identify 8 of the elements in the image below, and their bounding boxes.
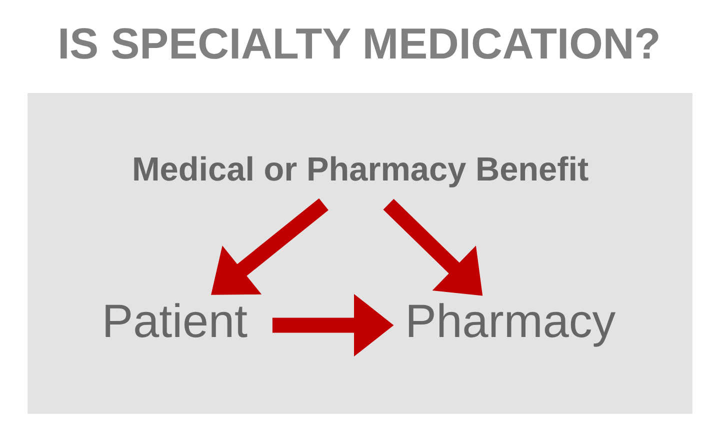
diagram-title: IS SPECIALTY MEDICATION? [58, 20, 661, 68]
node-text: Patient [102, 294, 248, 346]
node-text: Pharmacy [405, 294, 616, 346]
cluster [28, 92, 692, 414]
node-text: Medical or Pharmacy Benefit [132, 151, 589, 188]
arrow [272, 293, 394, 356]
arrow [383, 198, 483, 296]
arrow [211, 198, 328, 294]
